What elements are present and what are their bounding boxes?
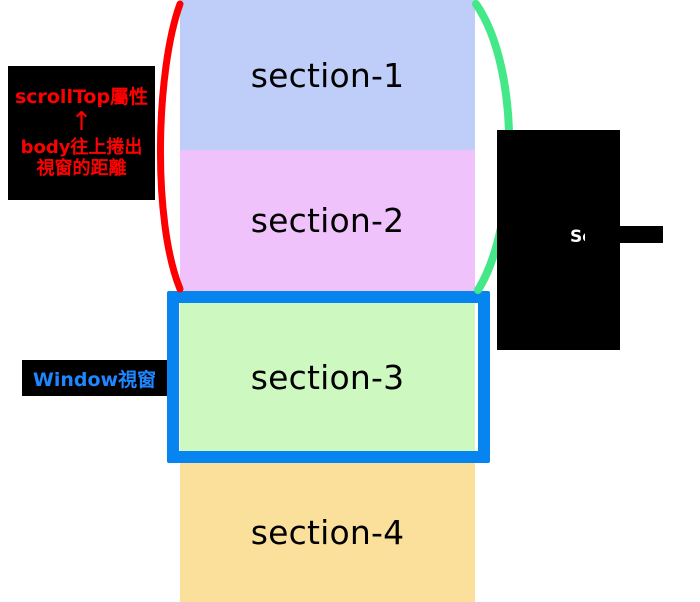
up-arrow-icon: ↑ [70, 106, 93, 137]
callout-scrolltop-line-1: body往上捲出 [20, 137, 143, 159]
callout-scrollheight: Sc [497, 130, 663, 350]
section-label-3: section-3 [250, 357, 405, 397]
callout-scrollheight-occluder [585, 226, 663, 243]
callout-window: Window視窗 [22, 360, 167, 396]
section-block-3: section-3 [180, 303, 475, 451]
callout-scrolltop: scrollTop屬性 ↑ body往上捲出 視窗的距離 [8, 66, 155, 200]
section-block-1: section-1 [180, 0, 475, 150]
callout-window-label: Window視窗 [32, 368, 157, 391]
section-label-1: section-1 [250, 55, 405, 95]
callout-scrolltop-title: scrollTop屬性 [14, 86, 149, 109]
section-block-2: section-2 [180, 150, 475, 291]
section-block-4: section-4 [180, 463, 475, 602]
section-label-2: section-2 [250, 201, 405, 240]
left-brace-icon [157, 0, 184, 293]
window-viewport-frame [167, 291, 490, 463]
callout-scrolltop-line-2: 視窗的距離 [36, 157, 127, 179]
section-label-4: section-4 [250, 513, 405, 552]
